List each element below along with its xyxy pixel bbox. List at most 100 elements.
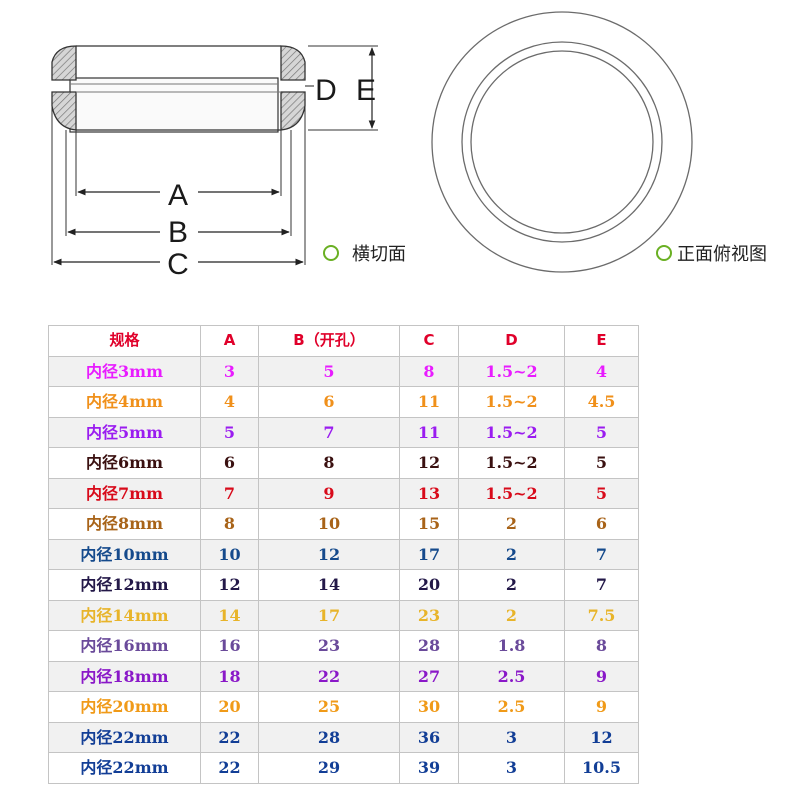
table-cell: 22 [200, 721, 259, 753]
table-cell: 1.5~2 [458, 477, 565, 509]
table-cell: 17 [399, 538, 459, 570]
dimension-d-label: D [315, 74, 337, 107]
table-cell: 7 [564, 569, 639, 601]
table-cell: 9 [564, 660, 639, 692]
table-cell: 36 [399, 721, 459, 753]
table-cell: 2 [458, 508, 565, 540]
table-cell: 29 [258, 752, 400, 784]
table-cell: 1.5~2 [458, 355, 565, 387]
table-cell: 14 [258, 569, 400, 601]
table-cell: 15 [399, 508, 459, 540]
dimension-c-label: C [167, 248, 189, 281]
table-cell: 7 [564, 538, 639, 570]
table-cell: 7 [200, 477, 259, 509]
spec-name-cell: 内径4mm [48, 386, 201, 418]
table-cell: 5 [200, 416, 259, 448]
spec-name-cell: 内径22mm [48, 752, 201, 784]
table-cell: 23 [399, 599, 459, 631]
table-cell: 3 [458, 721, 565, 753]
table-cell: 4 [564, 355, 639, 387]
cross-section-legend: 横切面 [323, 244, 406, 265]
table-cell: 12 [564, 721, 639, 753]
spec-name-cell: 内径12mm [48, 569, 201, 601]
table-cell: 1.5~2 [458, 447, 565, 479]
legend-circle-icon [656, 245, 672, 261]
table-cell: 7 [258, 416, 400, 448]
table-cell: 11 [399, 416, 459, 448]
table-cell: 2.5 [458, 691, 565, 723]
table-cell: 1.8 [458, 630, 565, 662]
column-header: A [200, 325, 259, 357]
table-cell: 5 [564, 447, 639, 479]
spec-name-cell: 内径6mm [48, 447, 201, 479]
column-header: D [458, 325, 565, 357]
table-cell: 9 [258, 477, 400, 509]
column-header: B（开孔） [258, 325, 400, 357]
spec-name-cell: 内径10mm [48, 538, 201, 570]
spec-name-cell: 内径18mm [48, 660, 201, 692]
legend-circle-icon [323, 245, 339, 261]
table-cell: 28 [399, 630, 459, 662]
table-cell: 39 [399, 752, 459, 784]
table-cell: 8 [200, 508, 259, 540]
table-cell: 17 [258, 599, 400, 631]
table-cell: 2.5 [458, 660, 565, 692]
spec-name-cell: 内径8mm [48, 508, 201, 540]
spec-name-cell: 内径22mm [48, 721, 201, 753]
table-cell: 9 [564, 691, 639, 723]
table-cell: 22 [200, 752, 259, 784]
table-cell: 2 [458, 538, 565, 570]
table-cell: 28 [258, 721, 400, 753]
table-cell: 20 [399, 569, 459, 601]
table-cell: 22 [258, 660, 400, 692]
table-cell: 4.5 [564, 386, 639, 418]
table-cell: 8 [564, 630, 639, 662]
dimension-diagram: A B C D E 横切面 正面俯视图 [51, 11, 767, 281]
table-cell: 5 [258, 355, 400, 387]
table-cell: 27 [399, 660, 459, 692]
table-cell: 1.5~2 [458, 416, 565, 448]
table-cell: 7.5 [564, 599, 639, 631]
dimension-e-label: E [356, 74, 376, 107]
table-cell: 2 [458, 599, 565, 631]
cross-section-label: 横切面 [352, 244, 406, 265]
spec-name-cell: 内径5mm [48, 416, 201, 448]
dimension-b-label: B [168, 216, 188, 249]
table-cell: 6 [564, 508, 639, 540]
spec-name-cell: 内径14mm [48, 599, 201, 631]
table-cell: 12 [200, 569, 259, 601]
table-cell: 1.5~2 [458, 386, 565, 418]
dimension-a-label: A [168, 179, 188, 212]
table-cell: 3 [200, 355, 259, 387]
table-cell: 10 [258, 508, 400, 540]
table-cell: 25 [258, 691, 400, 723]
table-cell: 6 [200, 447, 259, 479]
cross-section-drawing: A B C D E [51, 45, 378, 281]
table-cell: 20 [200, 691, 259, 723]
table-cell: 12 [399, 447, 459, 479]
table-cell: 5 [564, 416, 639, 448]
table-cell: 30 [399, 691, 459, 723]
table-cell: 11 [399, 386, 459, 418]
front-view-drawing [431, 11, 693, 273]
spec-name-cell: 内径3mm [48, 355, 201, 387]
column-header: C [399, 325, 459, 357]
column-header: 规格 [48, 325, 201, 357]
table-cell: 10.5 [564, 752, 639, 784]
table-cell: 5 [564, 477, 639, 509]
table-cell: 12 [258, 538, 400, 570]
table-cell: 2 [458, 569, 565, 601]
front-view-legend: 正面俯视图 [656, 244, 767, 265]
table-cell: 13 [399, 477, 459, 509]
table-cell: 18 [200, 660, 259, 692]
